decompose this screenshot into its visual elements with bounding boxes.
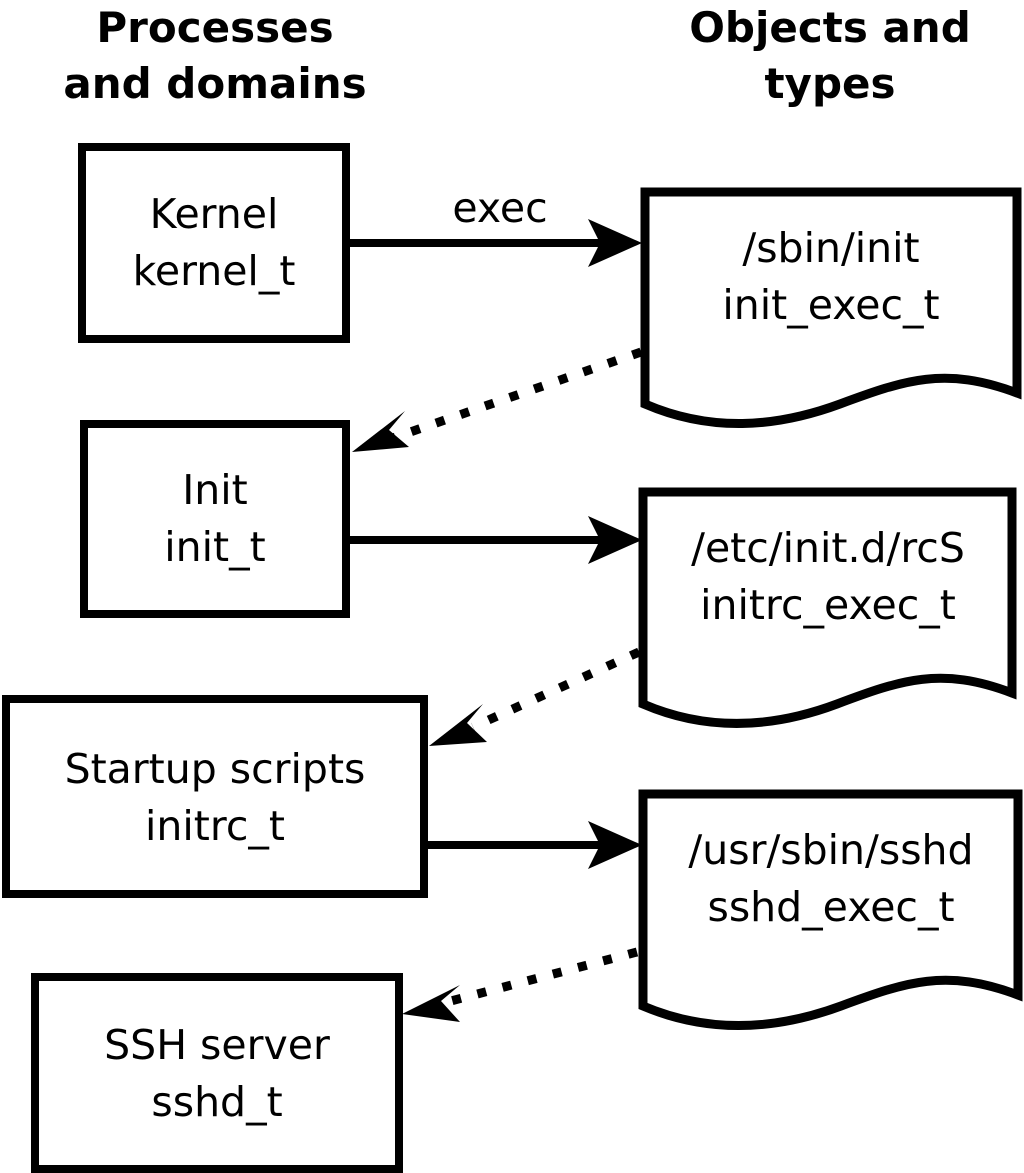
edge-init-exec-initrc-exec [350, 516, 642, 564]
column-header-processes-line1: Processes [96, 3, 333, 52]
process-node-sshd[interactable]: SSH server sshd_t [31, 973, 403, 1173]
object-node-initrc-exec[interactable]: /etc/init.d/rcS initrc_exec_t [638, 487, 1017, 729]
object-node-initrc-exec-line1: /etc/init.d/rcS [691, 524, 965, 572]
process-node-kernel-line1: Kernel [150, 190, 279, 238]
column-header-processes: Processes and domains [63, 3, 366, 108]
arrow-head-icon [588, 516, 642, 564]
edge-kernel-exec-init-exec: exec [350, 184, 642, 267]
column-header-objects: Objects and types [689, 3, 971, 108]
process-node-sshd-box[interactable] [31, 973, 403, 1173]
edge-sshd-exec-transition-sshd [402, 947, 639, 1022]
edge-initrc-exec-transition-initrc [429, 647, 641, 746]
process-node-init[interactable]: Init init_t [80, 420, 350, 618]
process-node-initrc[interactable]: Startup scripts initrc_t [2, 695, 428, 898]
process-node-kernel-line2: kernel_t [133, 247, 296, 295]
column-header-objects-line1: Objects and [689, 3, 971, 52]
edge-label-exec: exec [452, 184, 547, 232]
column-header-objects-line2: types [764, 59, 895, 108]
edge-line [391, 347, 643, 443]
process-node-initrc-line2: initrc_t [145, 802, 285, 850]
process-node-kernel[interactable]: Kernel kernel_t [78, 143, 350, 343]
process-node-sshd-line2: sshd_t [151, 1078, 282, 1126]
object-node-initrc-exec-line2: initrc_exec_t [700, 581, 956, 629]
object-node-sshd-exec-line1: /usr/sbin/sshd [688, 826, 973, 874]
arrow-head-icon [352, 411, 409, 452]
process-node-init-line1: Init [182, 466, 248, 514]
object-node-sshd-exec-document-shape[interactable] [638, 789, 1023, 1031]
process-node-sshd-line1: SSH server [104, 1021, 330, 1069]
arrow-head-icon [588, 219, 642, 267]
object-node-init-exec-document-shape[interactable] [640, 187, 1022, 429]
arrow-head-icon [588, 821, 642, 869]
object-node-sshd-exec-line2: sshd_exec_t [707, 883, 954, 931]
process-node-kernel-box[interactable] [78, 143, 350, 343]
process-node-init-box[interactable] [80, 420, 350, 618]
edge-line [471, 647, 641, 732]
object-node-init-exec-line1: /sbin/init [742, 224, 919, 272]
process-node-initrc-box[interactable] [2, 695, 428, 898]
object-node-sshd-exec[interactable]: /usr/sbin/sshd sshd_exec_t [638, 789, 1023, 1031]
arrow-head-icon [402, 985, 460, 1022]
object-node-init-exec[interactable]: /sbin/init init_exec_t [640, 187, 1022, 429]
process-node-initrc-line1: Startup scripts [65, 745, 366, 793]
object-node-init-exec-line2: init_exec_t [722, 281, 939, 329]
edge-initrc-exec-sshd-exec [428, 821, 642, 869]
process-node-init-line2: init_t [164, 523, 265, 571]
column-header-processes-line2: and domains [63, 59, 366, 108]
edge-init-exec-transition-init [352, 347, 643, 452]
arrow-head-icon [429, 704, 487, 746]
object-node-initrc-exec-document-shape[interactable] [638, 487, 1017, 729]
edge-line [445, 947, 639, 1007]
